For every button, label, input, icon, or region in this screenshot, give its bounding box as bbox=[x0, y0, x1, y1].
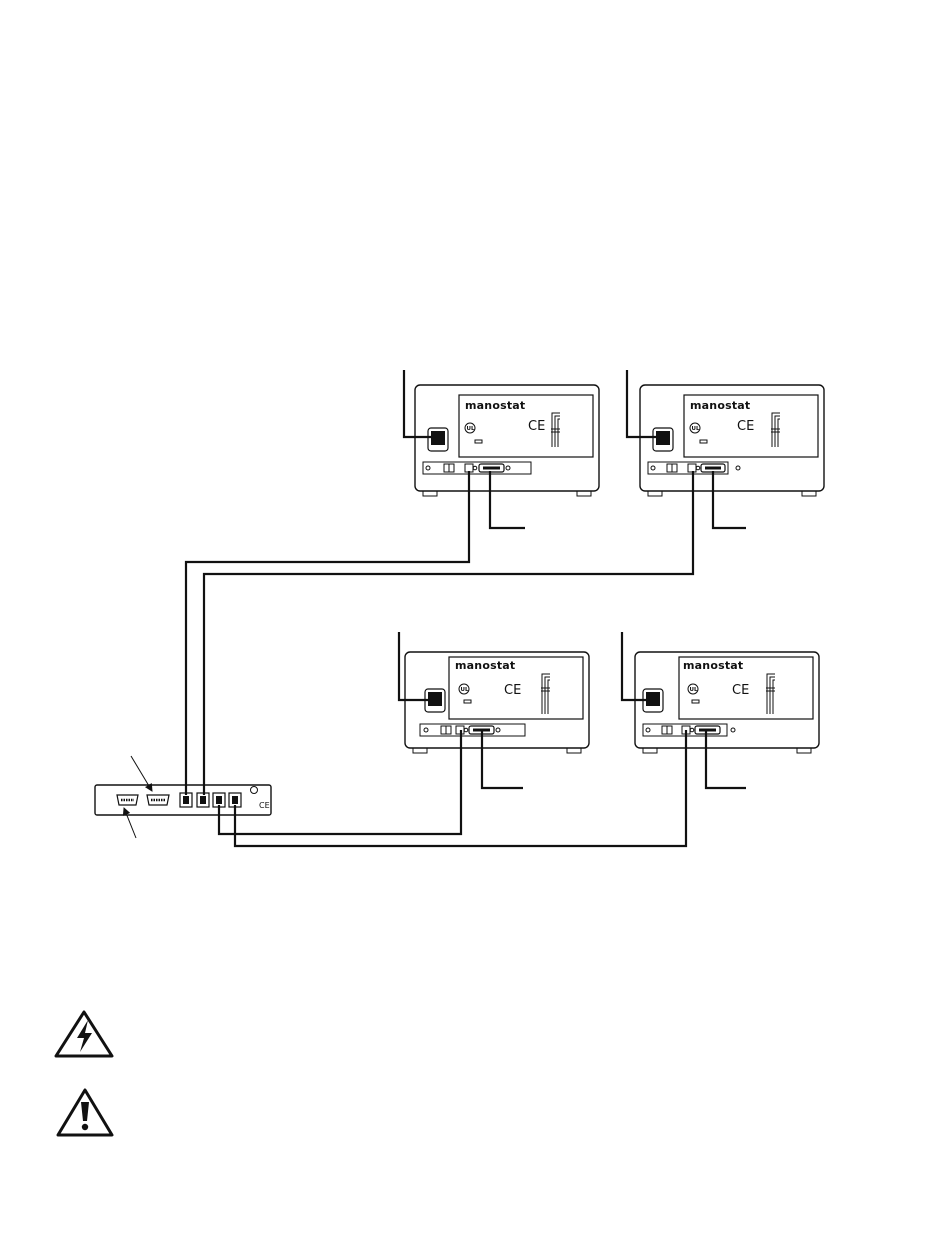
ce-mark: CE bbox=[737, 419, 754, 434]
tube-graphic-icon bbox=[766, 674, 775, 714]
tube-graphic-icon bbox=[541, 674, 550, 714]
brand-logo: manostat bbox=[683, 659, 743, 672]
network-cables bbox=[186, 471, 693, 846]
brand-logo: manostat bbox=[455, 659, 515, 672]
pump-unit-top-left: manostat UL CE bbox=[415, 385, 599, 496]
fuse-symbol-icon bbox=[475, 440, 482, 443]
pointer-arrow-lower bbox=[124, 808, 136, 838]
network-hub: CE bbox=[95, 785, 271, 815]
power-cord-top-left bbox=[404, 370, 431, 437]
caution-icon bbox=[58, 1090, 112, 1135]
power-cord-bottom-right bbox=[622, 632, 646, 700]
rj-port-hub-2 bbox=[197, 793, 209, 807]
svg-text:UL: UL bbox=[690, 687, 698, 693]
db9-cable-top-left bbox=[490, 471, 525, 528]
rj-port bbox=[688, 464, 696, 472]
network-cable-bottom-left bbox=[219, 730, 461, 834]
unit-foot-left bbox=[643, 748, 657, 753]
db9-leader-lines bbox=[482, 471, 746, 788]
power-cord-bottom-left bbox=[399, 632, 428, 700]
network-cable-top-right bbox=[204, 471, 693, 795]
tube-graphic-icon bbox=[771, 413, 780, 447]
unit-foot-right bbox=[802, 491, 816, 496]
unit-foot-left bbox=[648, 491, 662, 496]
brand-logo: manostat bbox=[465, 399, 525, 412]
ce-mark: CE bbox=[732, 683, 749, 698]
rj-port-hub-4 bbox=[229, 793, 241, 807]
unit-foot-left bbox=[413, 748, 427, 753]
fuse-symbol-icon bbox=[700, 440, 707, 443]
db9-cable-top-right bbox=[713, 471, 746, 528]
svg-text:UL: UL bbox=[467, 426, 475, 432]
network-cable-top-left bbox=[186, 471, 469, 795]
rj-port-hub-1 bbox=[180, 793, 192, 807]
pump-unit-bottom-left: manostat UL CE bbox=[405, 652, 589, 753]
ce-mark: CE bbox=[504, 683, 521, 698]
fuse-symbol-icon bbox=[692, 700, 699, 703]
svg-text:UL: UL bbox=[461, 687, 469, 693]
ul-mark-icon bbox=[251, 787, 258, 794]
unit-foot-right bbox=[567, 748, 581, 753]
svg-text:UL: UL bbox=[692, 426, 700, 432]
power-cord-top-right bbox=[627, 370, 656, 437]
pump-unit-top-right: manostat UL CE bbox=[640, 385, 824, 496]
fuse-symbol-icon bbox=[464, 700, 471, 703]
ce-mark: CE bbox=[259, 801, 270, 810]
db9-port-hub-2 bbox=[147, 795, 169, 805]
brand-logo: manostat bbox=[690, 399, 750, 412]
electrical-hazard-icon bbox=[56, 1012, 112, 1056]
ce-mark: CE bbox=[528, 419, 545, 434]
tube-graphic-icon bbox=[551, 413, 560, 447]
db9-port-hub-1 bbox=[117, 795, 138, 805]
pointer-arrow-upper bbox=[131, 756, 152, 791]
db9-cable-bottom-right bbox=[706, 730, 746, 788]
rj-port-hub-3 bbox=[213, 793, 225, 807]
rj-port bbox=[465, 464, 473, 472]
pump-unit-bottom-right: manostat UL CE bbox=[635, 652, 819, 753]
unit-foot-left bbox=[423, 491, 437, 496]
unit-foot-right bbox=[577, 491, 591, 496]
db9-cable-bottom-left bbox=[482, 730, 523, 788]
unit-foot-right bbox=[797, 748, 811, 753]
